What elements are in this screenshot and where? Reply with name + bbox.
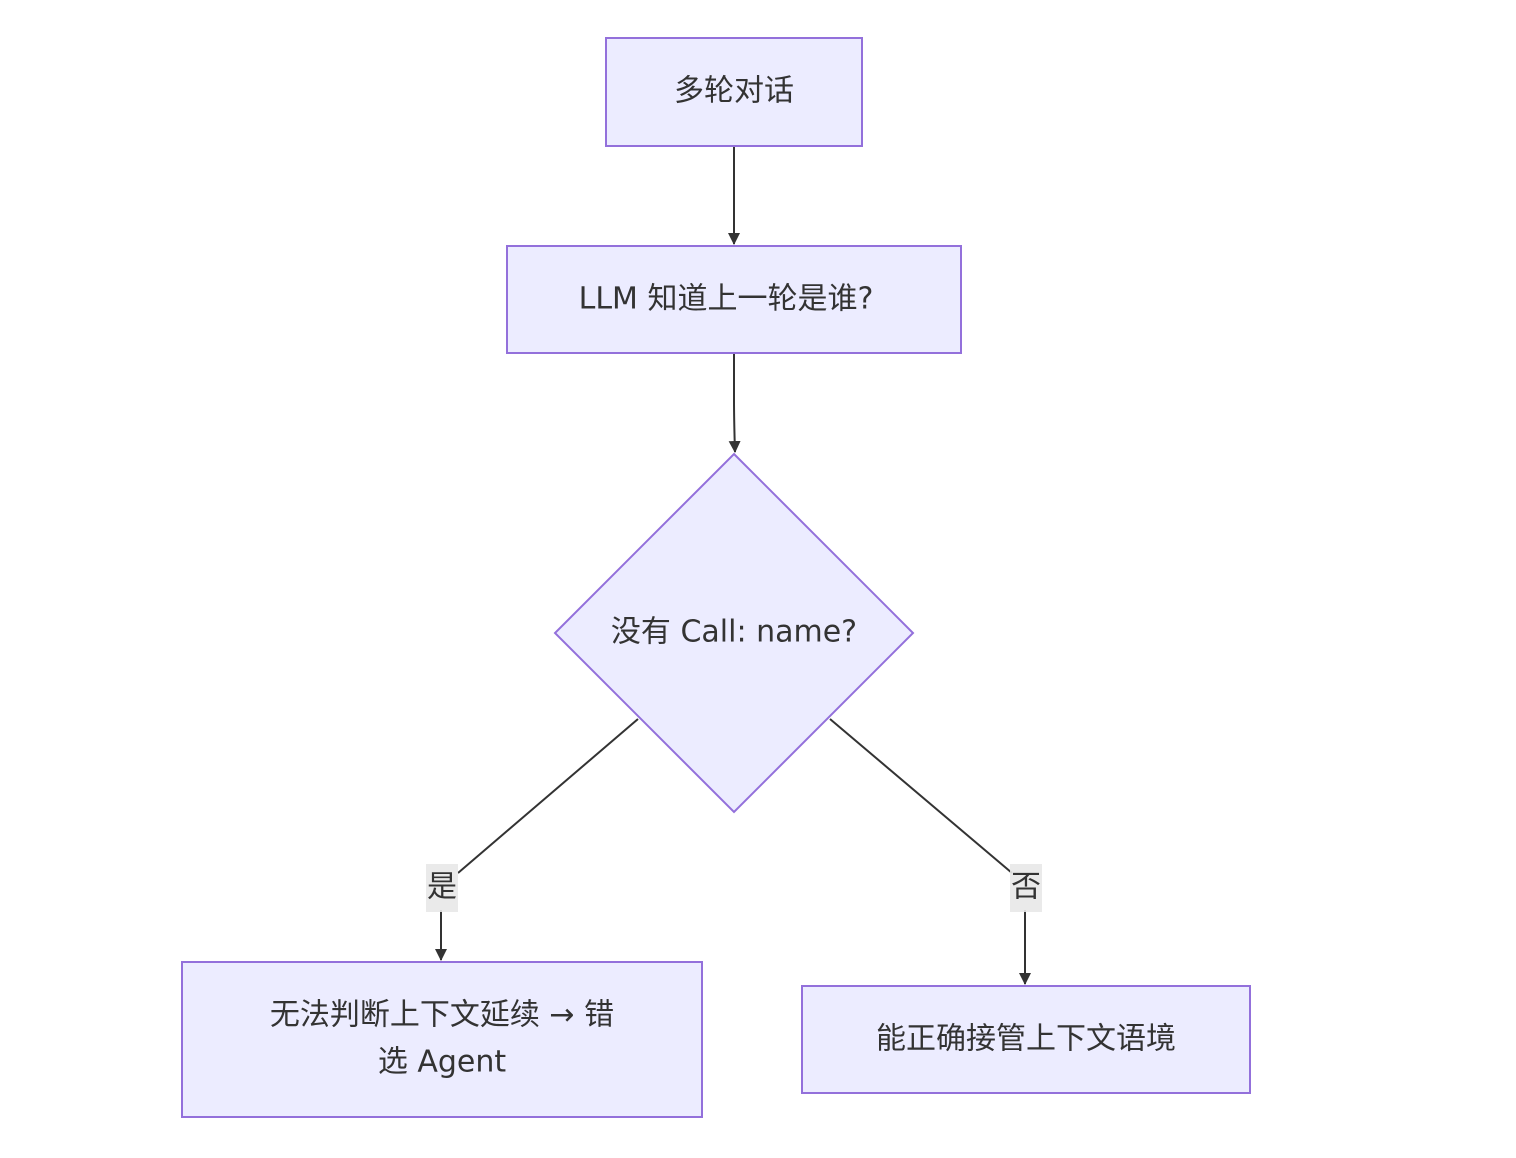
node-decision-label: 没有 Call: name?	[611, 615, 857, 650]
edge-decision-to-wrong-agent	[441, 718, 639, 960]
node-llm-knows-box	[506, 245, 962, 354]
node-start[interactable]: 多轮对话	[605, 37, 863, 147]
node-llm-knows-label: LLM 知道上一轮是谁?	[579, 282, 874, 317]
edge-llm-knows-to-decision	[728, 354, 741, 453]
node-decision-no-call-name[interactable]: 没有 Call: name?	[553, 452, 915, 814]
node-wrong-agent-box	[181, 961, 703, 1118]
node-wrong-agent-label-line-2: 选 Agent	[378, 1045, 507, 1080]
edge-label-yes-bg	[426, 864, 458, 912]
node-start-box	[605, 37, 863, 147]
node-correct-context-label: 能正确接管上下文语境	[876, 1022, 1176, 1057]
node-correct-context[interactable]: 能正确接管上下文语境	[801, 985, 1251, 1094]
node-start-label: 多轮对话	[674, 74, 794, 109]
edge-label-no-bg	[1010, 864, 1042, 912]
node-correct-context-box	[801, 985, 1251, 1094]
node-decision-diamond	[553, 452, 915, 814]
node-wrong-agent[interactable]: 无法判断上下文延续 → 错 选 Agent	[181, 961, 703, 1118]
node-llm-knows[interactable]: LLM 知道上一轮是谁?	[506, 245, 962, 354]
edges	[441, 146, 1025, 984]
edge-label-no-text: 否	[1011, 870, 1041, 905]
edge-label-yes: 是	[426, 864, 458, 912]
edge-label-no: 否	[1010, 864, 1042, 912]
edge-label-yes-text: 是	[427, 870, 457, 905]
edge-decision-to-correct-context	[829, 718, 1025, 984]
node-wrong-agent-label-line-1: 无法判断上下文延续 → 错	[270, 998, 614, 1033]
